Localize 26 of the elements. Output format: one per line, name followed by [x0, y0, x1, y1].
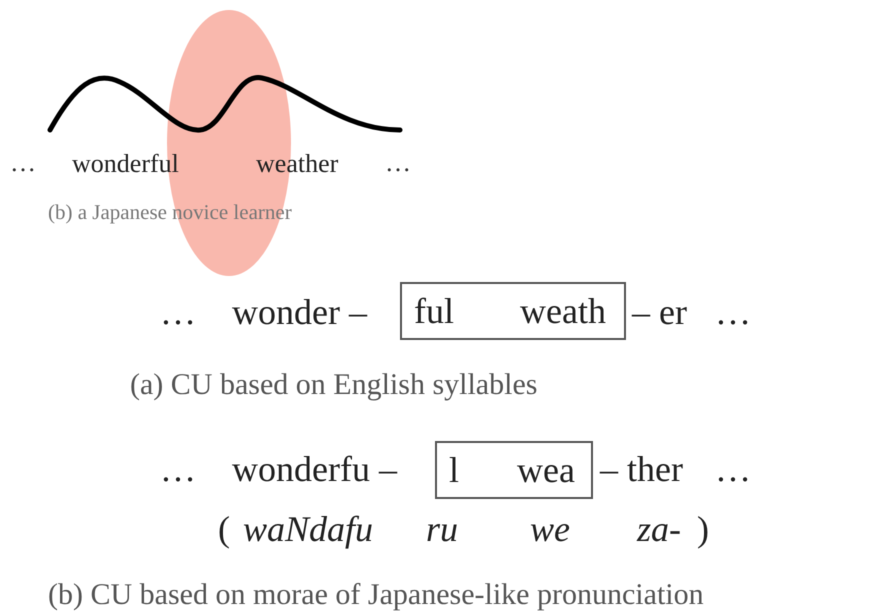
- ellipsis: …: [715, 451, 751, 487]
- syllable-text: ful: [414, 293, 454, 329]
- syllable-text: wonder –: [232, 294, 367, 330]
- mora-text: za-: [637, 511, 681, 547]
- ellipsis: …: [10, 150, 36, 176]
- subfigure-caption: (a) CU based on English syllables: [130, 370, 538, 400]
- syllable-text: – ther: [600, 451, 683, 487]
- ellipsis: …: [385, 150, 411, 176]
- mora-text: we: [530, 511, 570, 547]
- parenthesis: (: [218, 511, 230, 547]
- syllable-text: wonderfu –: [232, 451, 397, 487]
- mora-text: waNdafu: [243, 511, 374, 547]
- syllable-text: – er: [632, 294, 687, 330]
- chunk-box: [435, 441, 593, 499]
- syllable-text: weath: [520, 293, 606, 329]
- word-text: weather: [256, 151, 338, 177]
- chunk-box: [400, 282, 626, 340]
- parenthesis: ): [697, 511, 709, 547]
- ellipsis: …: [160, 451, 196, 487]
- subfigure-caption: (b) CU based on morae of Japanese-like pronunciation: [48, 580, 704, 610]
- word-text: wonderful: [72, 151, 179, 177]
- ellipsis: …: [715, 294, 751, 330]
- mora-text: ru: [426, 511, 458, 547]
- syllable-text: wea: [517, 452, 575, 488]
- ellipsis: …: [160, 294, 196, 330]
- syllable-text: l: [449, 452, 460, 488]
